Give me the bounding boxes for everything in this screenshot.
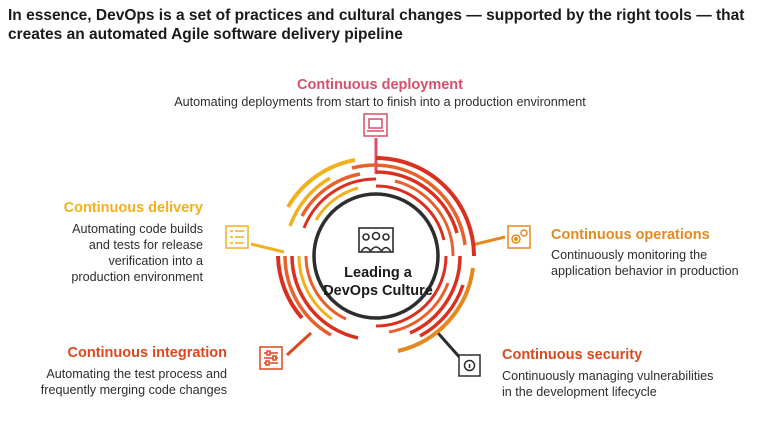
center-circle	[312, 192, 440, 320]
continuous-operations-description-line: application behavior in production	[551, 264, 739, 278]
continuous-delivery-description-line: production environment	[71, 270, 203, 284]
continuous-security-description-line: Continuously managing vulnerabilities	[502, 369, 714, 383]
sliders-icon	[259, 346, 283, 370]
continuous-deployment-description: Automating deployments from start to fin…	[174, 95, 586, 109]
team-people-icon	[358, 227, 394, 253]
continuous-integration-title: Continuous integration	[67, 345, 227, 361]
continuous-integration-description-line: Automating the test process and	[46, 367, 227, 381]
headline: In essence, DevOps is a set of practices…	[8, 7, 745, 43]
laptop-icon	[363, 113, 388, 137]
lock-icon	[458, 354, 481, 377]
spoke-operations	[471, 235, 506, 247]
spoke-delivery	[250, 242, 285, 254]
continuous-security-block: Continuous security Continuously managin…	[502, 346, 764, 400]
continuous-operations-title: Continuous operations	[551, 227, 710, 243]
center-label: Leading a DevOps Culture	[308, 264, 448, 300]
continuous-integration-block: Continuous integration Automating the te…	[14, 344, 227, 398]
continuous-delivery-title: Continuous delivery	[63, 200, 203, 216]
spoke-integration	[285, 331, 313, 357]
continuous-security-description-line: in the development lifecycle	[502, 385, 657, 399]
continuous-delivery-description-line: and tests for release	[88, 238, 203, 252]
continuous-operations-description-line: Continuously monitoring the	[551, 248, 708, 262]
gears-icon	[507, 225, 531, 249]
continuous-delivery-description-line: Automating code builds	[72, 222, 203, 236]
center-label-line1: Leading a	[344, 265, 412, 281]
continuous-deployment-title: Continuous deployment	[297, 77, 463, 93]
continuous-security-title: Continuous security	[502, 347, 643, 363]
continuous-deployment-block: Continuous deployment Automating deploym…	[120, 76, 640, 110]
continuous-delivery-block: Continuous delivery Automating code buil…	[20, 199, 203, 285]
center-label-line2: DevOps Culture	[323, 283, 433, 299]
continuous-integration-description-line: frequently merging code changes	[40, 383, 227, 397]
checklist-icon	[225, 225, 249, 249]
spoke-security	[436, 332, 464, 361]
continuous-delivery-description-line: verification into a	[108, 254, 203, 268]
continuous-operations-block: Continuous operations Continuously monit…	[551, 226, 766, 279]
